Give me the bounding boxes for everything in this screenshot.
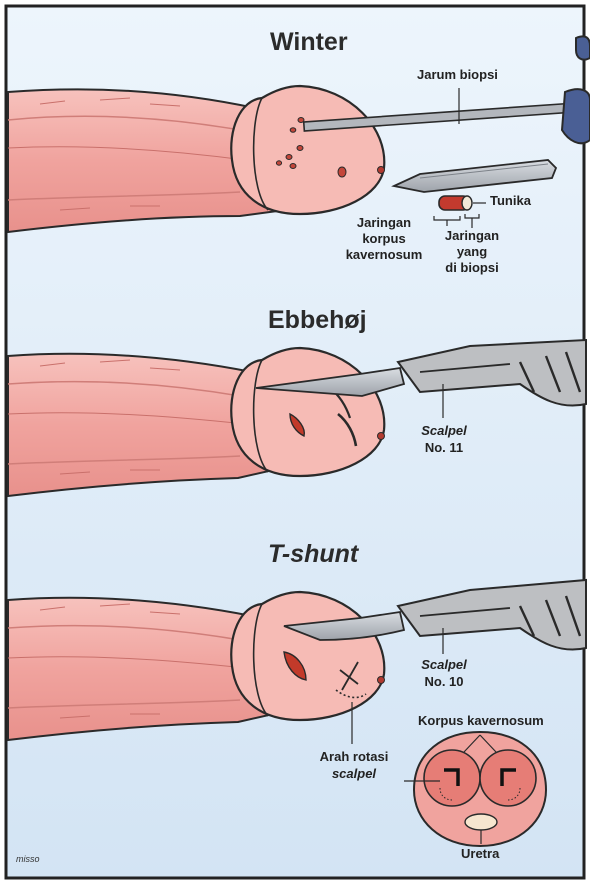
biopsied-line-3: di biopsi xyxy=(424,260,520,276)
rotation-line-2: scalpel xyxy=(312,765,396,782)
tunica-label: Tunika xyxy=(490,193,531,208)
urethra-label: Uretra xyxy=(461,846,499,861)
corpus-tissue-label: Jaringan korpus kavernosum xyxy=(332,215,436,263)
needle-label: Jarum biopsi xyxy=(417,67,498,82)
biopsied-line-2: yang xyxy=(424,244,520,260)
winter-title: Winter xyxy=(270,28,348,57)
biopsied-line-1: Jaringan xyxy=(424,228,520,244)
rotation-label: Arah rotasi scalpel xyxy=(312,748,396,782)
corpus-cavernosum-label: Korpus kavernosum xyxy=(418,713,544,728)
scalpel-10-label: Scalpel No. 10 xyxy=(404,656,484,690)
scalpel-11-line-1: Scalpel xyxy=(404,422,484,439)
rotation-line-1: Arah rotasi xyxy=(312,748,396,765)
artist-signature: misso xyxy=(16,854,40,864)
scalpel-11-line-2: No. 11 xyxy=(404,439,484,456)
corpus-tissue-line-2: korpus xyxy=(332,231,436,247)
scalpel-11-label: Scalpel No. 11 xyxy=(404,422,484,456)
biopsied-tissue-label: Jaringan yang di biopsi xyxy=(424,228,520,276)
scalpel-10-line-1: Scalpel xyxy=(404,656,484,673)
corpus-tissue-line-1: Jaringan xyxy=(332,215,436,231)
tshunt-title: T-shunt xyxy=(268,540,358,569)
corpus-tissue-line-3: kavernosum xyxy=(332,247,436,263)
scalpel-10-line-2: No. 10 xyxy=(404,673,484,690)
ebbehoj-title: Ebbehøj xyxy=(268,306,367,335)
